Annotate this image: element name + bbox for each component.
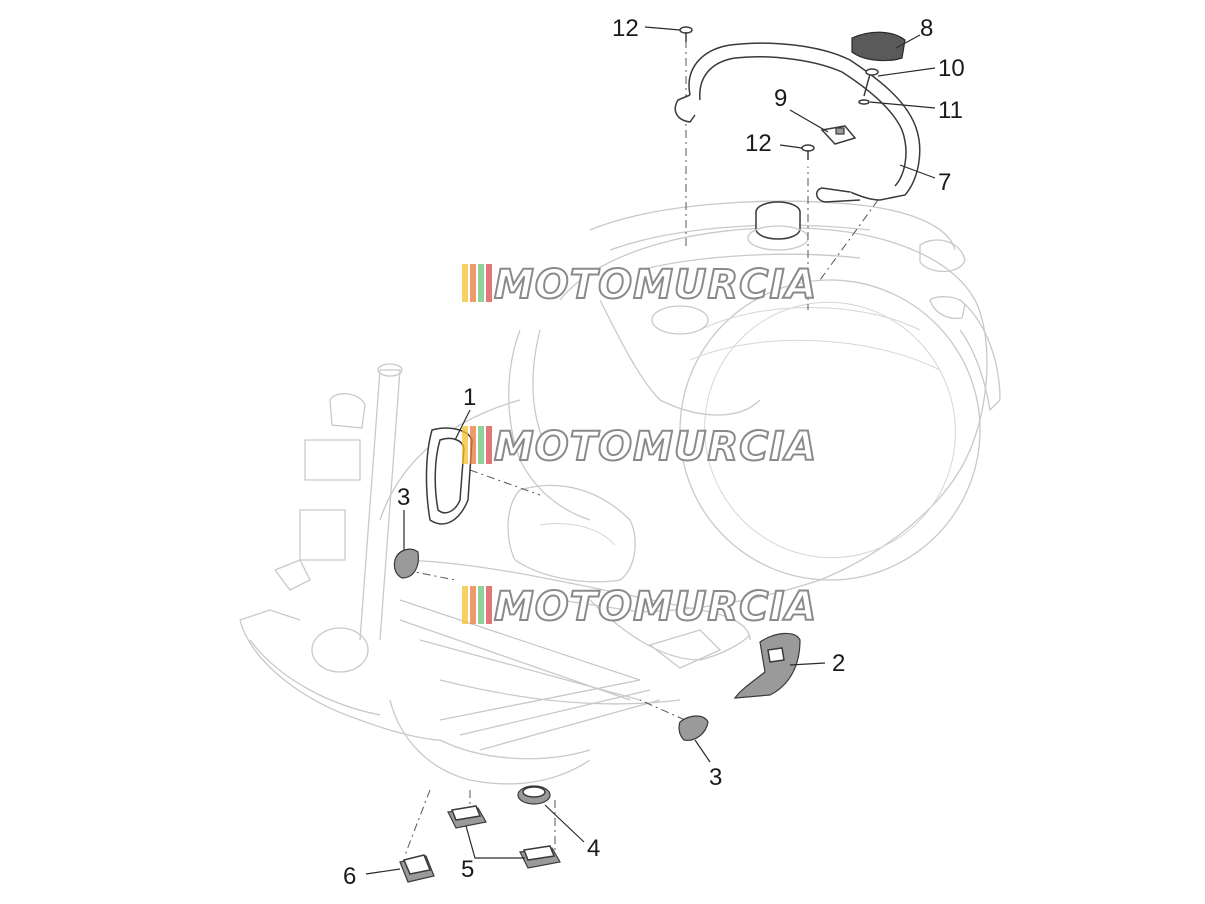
- part-7-luggage-rack: [674, 42, 921, 203]
- part-6-rubber-pad: [399, 854, 435, 883]
- leader-lines: [365, 26, 936, 875]
- callout-7: 7: [938, 169, 951, 196]
- watermark-middle: MOTOMURCIA: [462, 423, 817, 471]
- part-5-rubber-block-top: [447, 805, 487, 829]
- watermark-stripe: [486, 426, 492, 464]
- watermark-stripe: [470, 426, 476, 464]
- part-2-side-cover: [733, 632, 801, 699]
- callout-5: 5: [461, 856, 474, 883]
- part-5-rubber-block-bottom: [519, 845, 561, 869]
- callout-8: 8: [920, 15, 933, 42]
- watermark-stripe: [470, 586, 476, 624]
- callout-6: 6: [343, 863, 356, 890]
- scooter-body-outline: [239, 200, 1001, 785]
- watermark-stripe: [478, 586, 484, 624]
- callout-1: 1: [463, 384, 476, 411]
- part-3-cap-left: [393, 548, 420, 579]
- watermark-stripe: [462, 264, 468, 302]
- watermark-text: MOTOMURCIA: [494, 424, 817, 470]
- callout-labels: 12 8 10 9 11 12 7 1 3 2 3 4 5 6: [343, 15, 965, 890]
- watermark-text: MOTOMURCIA: [494, 262, 817, 308]
- watermark-stripe: [462, 426, 468, 464]
- part-4-rubber-plug: [517, 785, 551, 805]
- callout-3-right: 3: [709, 764, 722, 791]
- callout-2: 2: [832, 650, 845, 677]
- part-10-bolt: [863, 68, 879, 97]
- part-8-rack-cover: [851, 31, 906, 62]
- callout-11: 11: [938, 97, 963, 124]
- watermark-stripe: [478, 426, 484, 464]
- watermark-bottom: MOTOMURCIA: [462, 583, 817, 631]
- watermark-stripe: [478, 264, 484, 302]
- callout-12-top: 12: [612, 15, 639, 42]
- watermark-stripe: [486, 264, 492, 302]
- part-3-cap-right: [678, 715, 709, 741]
- callout-4: 4: [587, 835, 600, 862]
- callout-12-mid: 12: [745, 130, 772, 157]
- part-9-rack-clamp: [820, 125, 857, 145]
- watermark-text: MOTOMURCIA: [494, 584, 817, 630]
- watermark-stripe: [486, 586, 492, 624]
- assembly-guide-lines: [404, 40, 879, 856]
- watermark-stripe: [462, 586, 468, 624]
- watermark-top: MOTOMURCIA: [462, 261, 817, 309]
- callout-9: 9: [774, 85, 787, 112]
- callout-10: 10: [938, 55, 965, 82]
- part-12-screw-top: [679, 26, 693, 42]
- callout-3-left: 3: [397, 484, 410, 511]
- watermark-stripe: [470, 264, 476, 302]
- part-11-washer: [858, 99, 870, 105]
